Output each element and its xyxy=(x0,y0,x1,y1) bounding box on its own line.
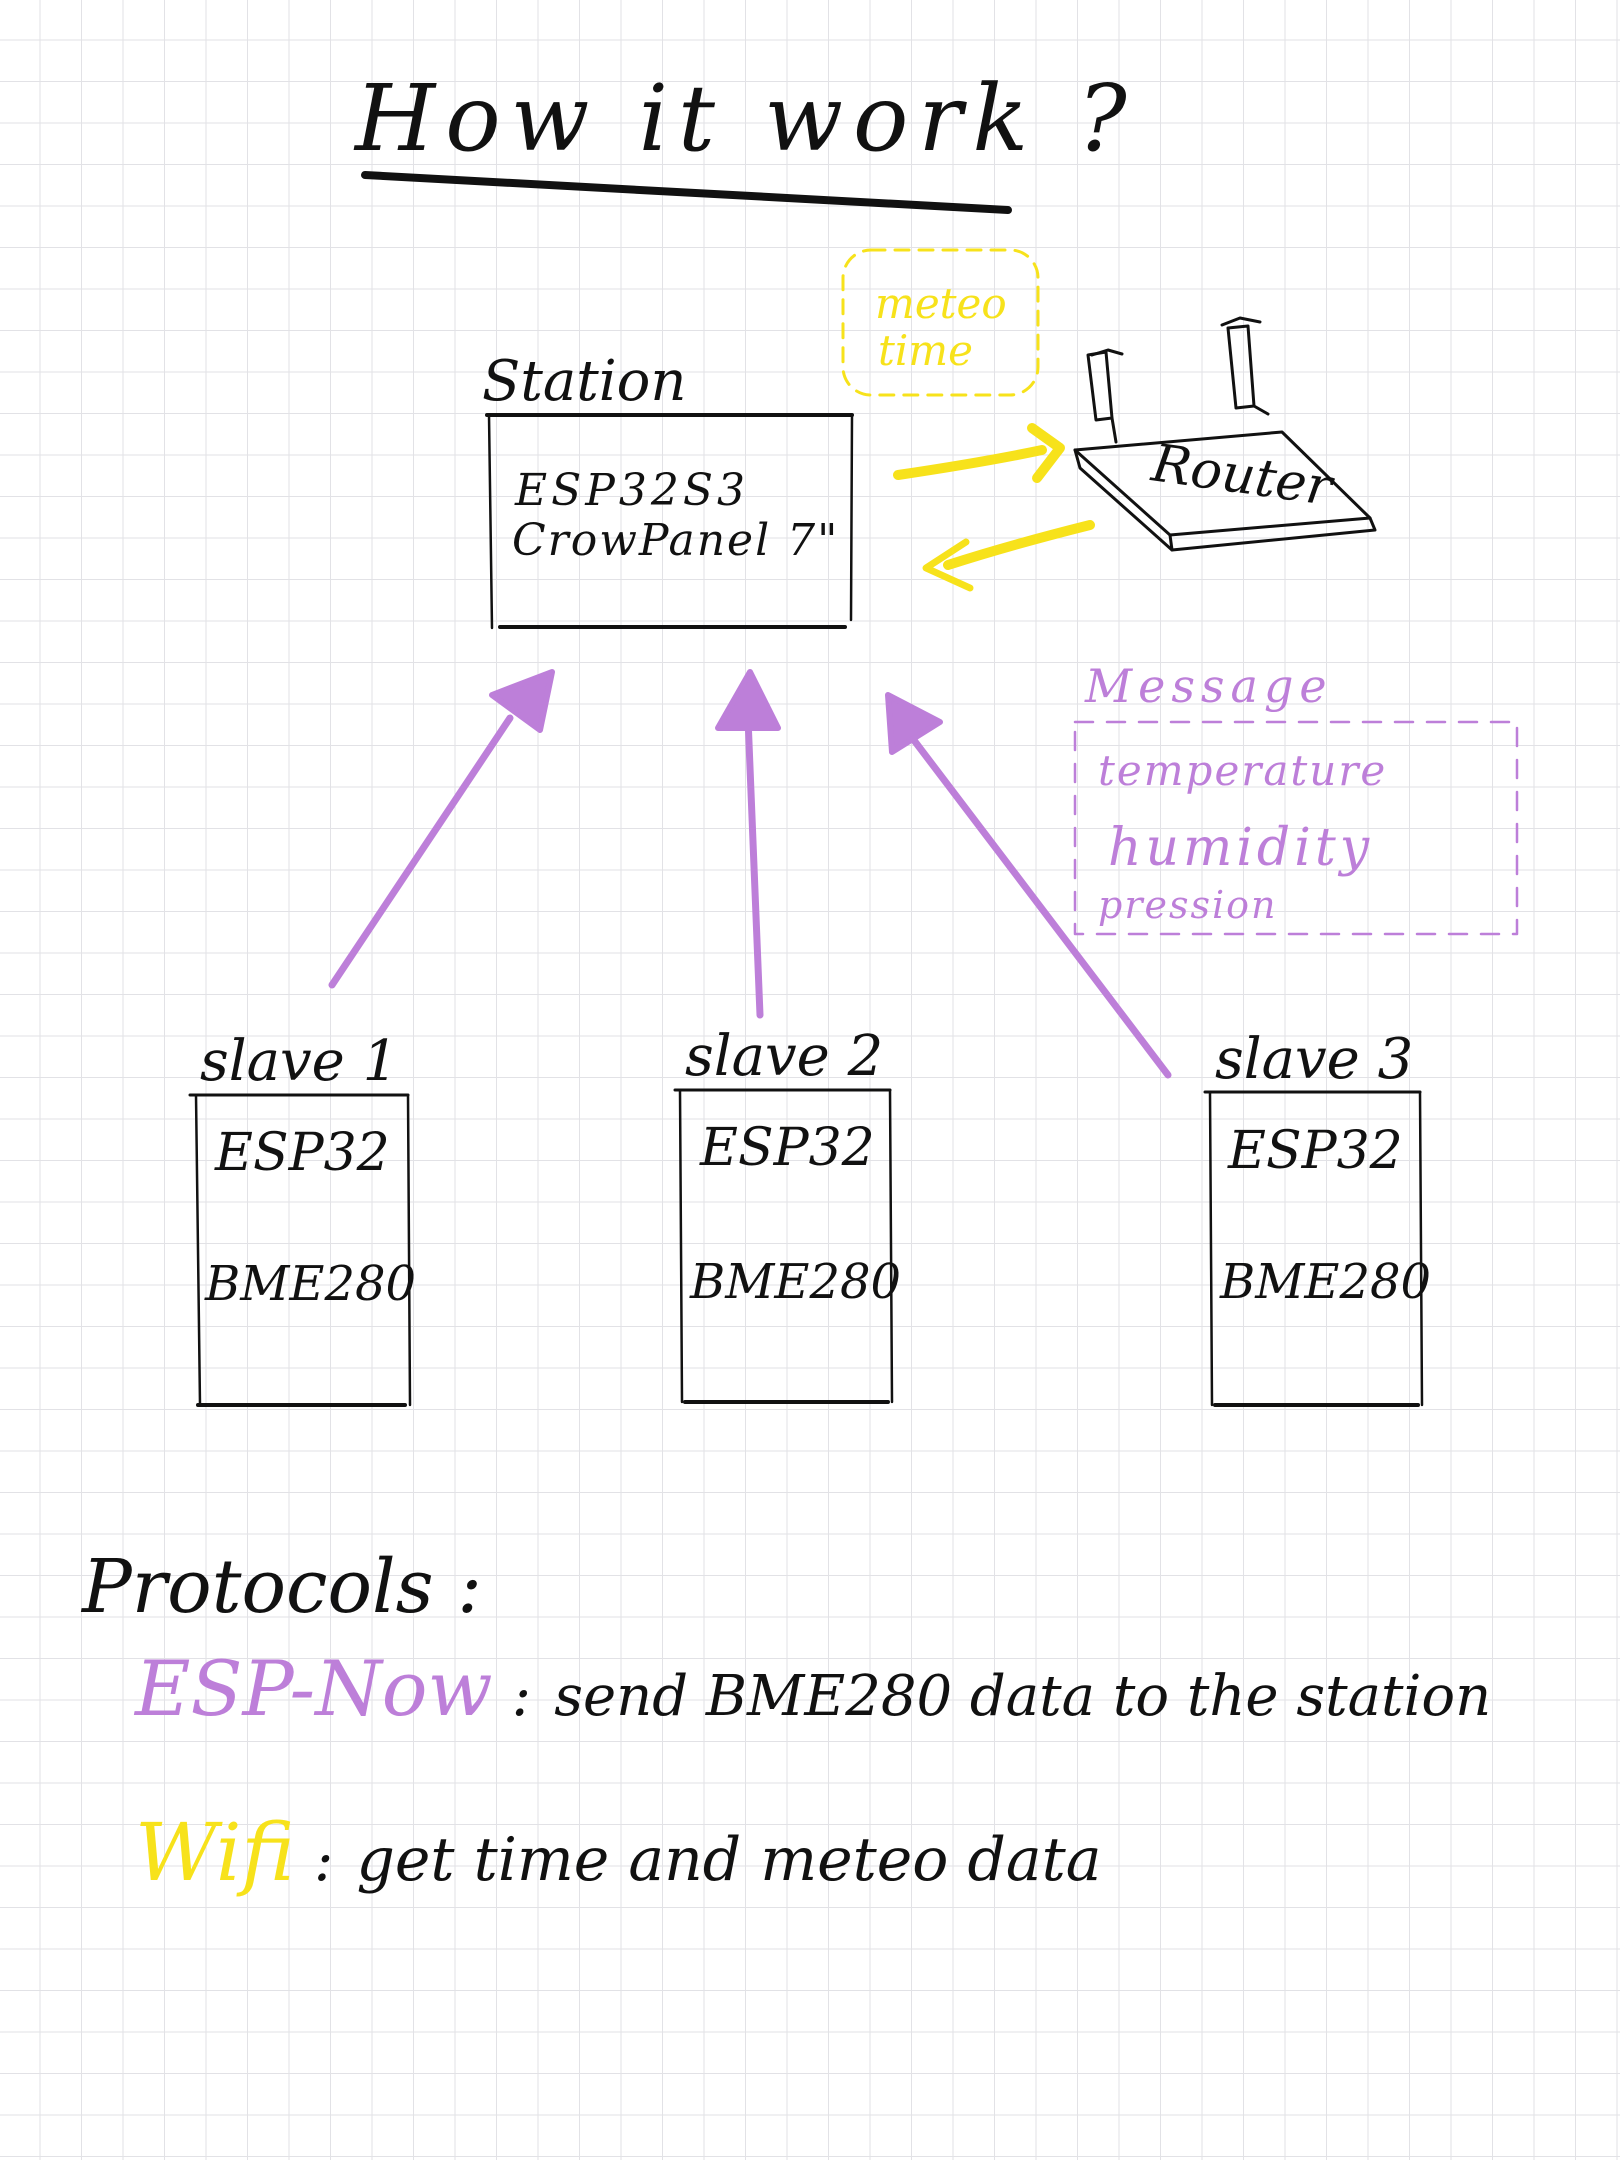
title-underline xyxy=(361,171,1012,214)
wifi-protocol-name: Wifi xyxy=(135,1806,295,1899)
espnow-protocol-sep: : xyxy=(512,1661,532,1729)
slave2-box xyxy=(673,1088,894,1404)
router-icon xyxy=(1073,316,1377,552)
message-heading: Message xyxy=(1084,659,1333,713)
wifi-protocol-desc: get time and meteo data xyxy=(357,1825,1102,1895)
espnow-arrow-slave3 xyxy=(885,692,1172,1079)
espnow-protocol-line: ESP-Now : send BME280 data to the statio… xyxy=(133,1644,1491,1733)
espnow-arrow-slave1 xyxy=(328,669,555,989)
slave2-sensor: BME280 xyxy=(689,1254,901,1310)
message-note-frame xyxy=(1073,720,1519,936)
espnow-arrow-slave2 xyxy=(715,669,781,1019)
message-item-pression: pression xyxy=(1098,883,1278,927)
wifi-note-time: time xyxy=(878,326,973,375)
slave1-box xyxy=(188,1093,412,1407)
wifi-arrow-to-router xyxy=(893,423,1065,483)
wifi-protocol-sep: : xyxy=(314,1826,334,1894)
slave3-label: slave 3 xyxy=(1215,1027,1413,1092)
slave3-sensor: BME280 xyxy=(1219,1254,1431,1310)
station-display-label: CrowPanel 7" xyxy=(512,515,839,566)
slave1-sensor: BME280 xyxy=(204,1256,416,1312)
station-box xyxy=(485,413,854,630)
slave2-chip: ESP32 xyxy=(699,1118,875,1178)
espnow-protocol-name: ESP-Now xyxy=(133,1644,493,1733)
wifi-data-note-frame xyxy=(841,248,1040,397)
wifi-arrow-to-station xyxy=(922,520,1095,592)
wifi-protocol-line: Wifi : get time and meteo data xyxy=(135,1806,1102,1899)
wifi-note-meteo: meteo xyxy=(875,279,1007,328)
slave1-chip: ESP32 xyxy=(214,1123,390,1183)
message-item-humidity: humidity xyxy=(1108,818,1373,878)
slave3-box xyxy=(1203,1090,1424,1407)
slave1-label: slave 1 xyxy=(200,1029,398,1094)
protocols-heading: Protocols : xyxy=(80,1544,482,1630)
slave3-chip: ESP32 xyxy=(1227,1121,1403,1181)
page-title: How it work ? xyxy=(353,65,1137,172)
router-label: Router xyxy=(1147,433,1338,518)
station-chip-label: ESP32S3 xyxy=(514,465,749,516)
station-label: Station xyxy=(482,349,686,414)
espnow-protocol-desc: send BME280 data to the station xyxy=(554,1664,1491,1729)
slave2-label: slave 2 xyxy=(685,1024,883,1089)
message-item-temperature: temperature xyxy=(1098,746,1387,795)
